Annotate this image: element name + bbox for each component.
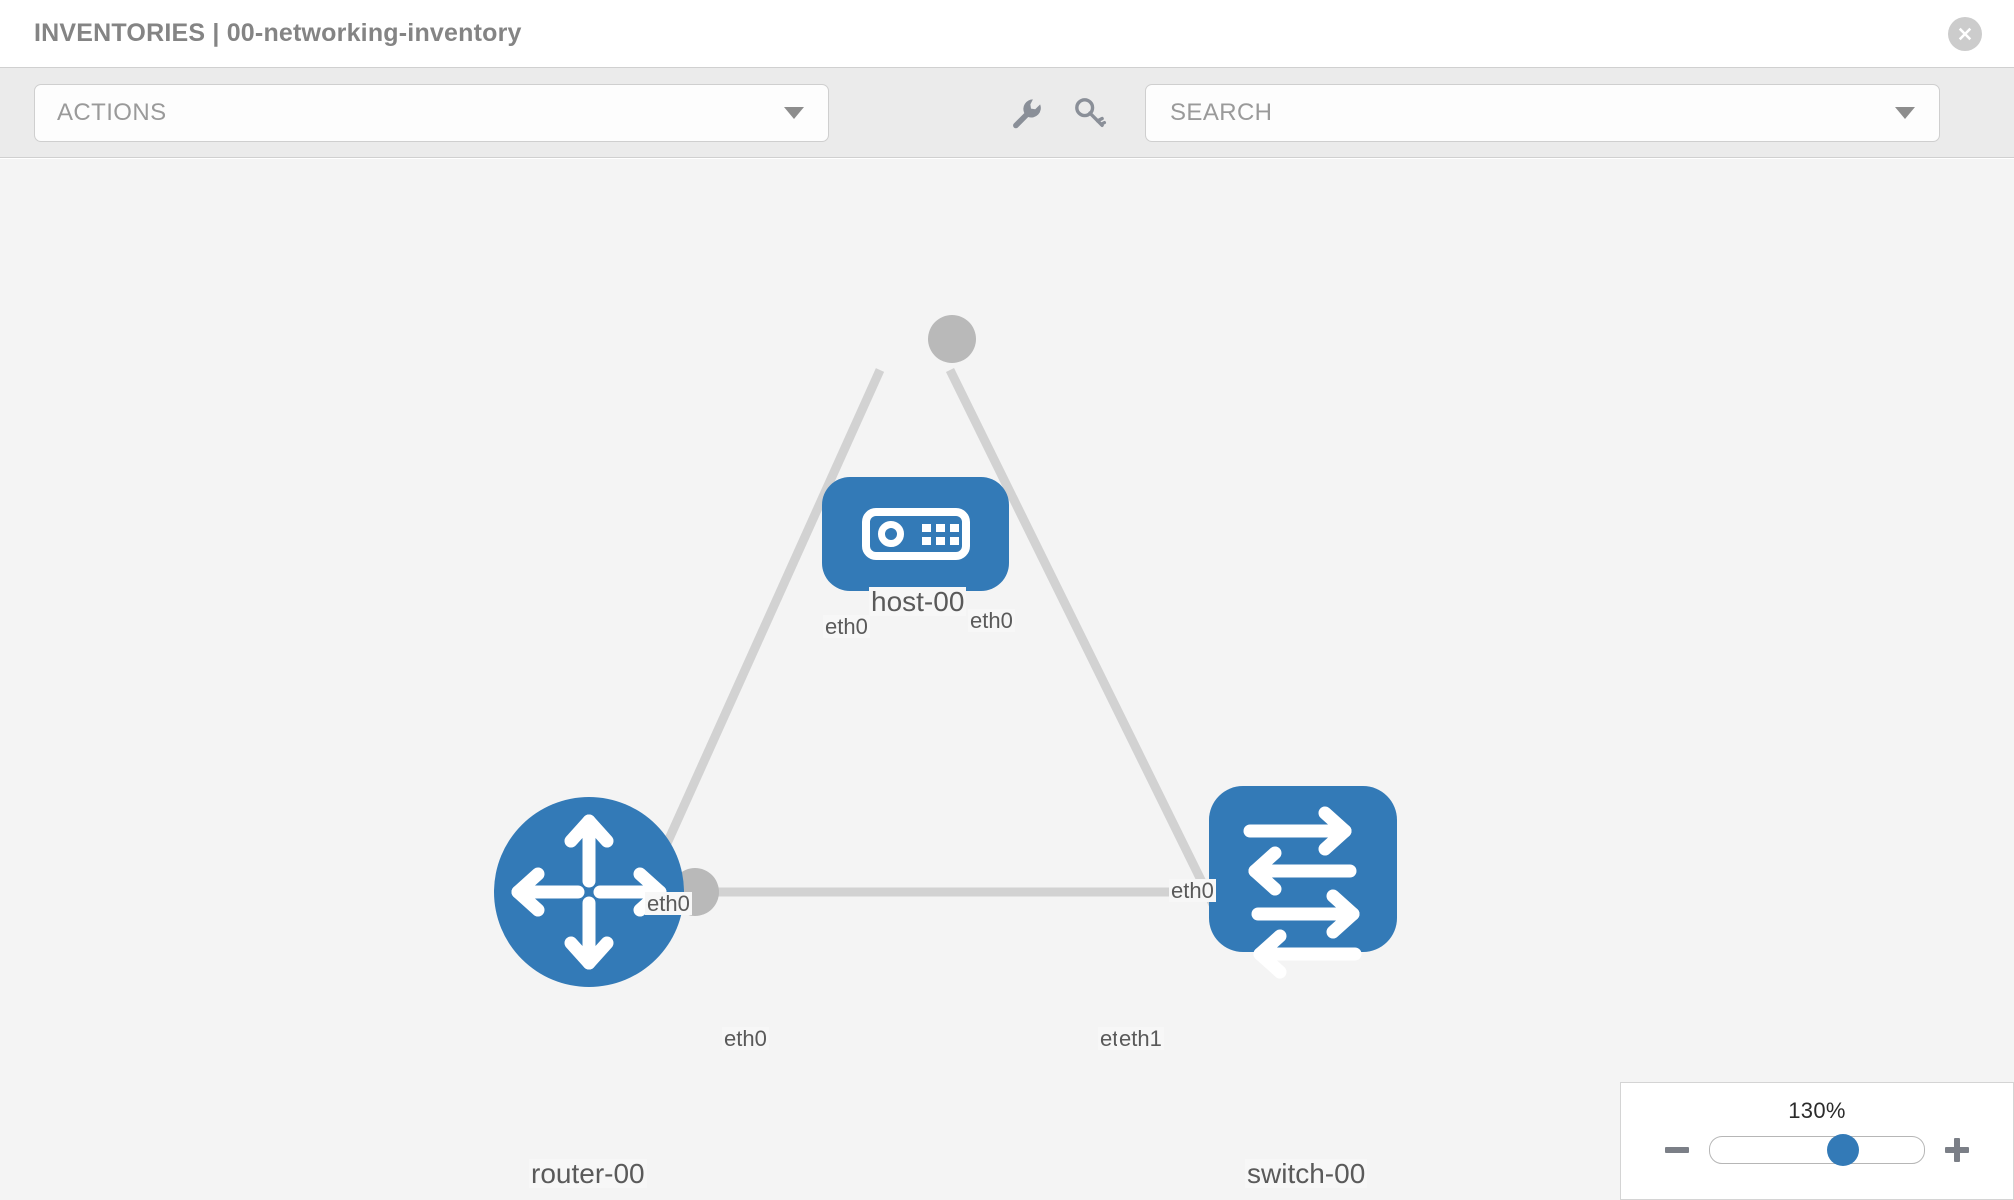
zoom-slider-handle[interactable] [1826,1134,1859,1166]
minus-icon [1665,1147,1689,1153]
actions-dropdown-label: ACTIONS [57,98,167,126]
edge-label-router-up-eth0: eth0 [645,891,692,916]
toolbar-icon-group [1009,96,1107,130]
page-header: INVENTORIES | 00-networking-inventory [0,0,2014,67]
edge-label-host-right-eth0: eth0 [968,608,1015,633]
edge-label-switch-left-eth1: eth1 [1117,1026,1164,1051]
actions-dropdown[interactable]: ACTIONS [34,83,829,142]
switch-icon [1243,806,1362,979]
page-title: INVENTORIES | 00-networking-inventory [34,19,522,47]
search-box[interactable] [1145,83,1940,142]
zoom-level-label: 130% [1788,1098,1846,1123]
node-label-host-00: host-00 [869,586,967,617]
connector-host-right[interactable] [928,315,976,363]
node-switch-00[interactable] [1209,786,1397,979]
search-input[interactable] [1168,97,1852,128]
server-icon [862,508,970,560]
zoom-in-button[interactable] [1943,1136,1971,1164]
link-host-switch[interactable] [945,368,1235,941]
chevron-down-icon[interactable] [1895,106,1915,119]
plus-icon-vertical [1954,1138,1960,1162]
chevron-down-icon [784,106,804,119]
topology-graph [494,315,1397,987]
toolbar: ACTIONS [0,67,2014,158]
edge-label-router-right-eth0: eth0 [722,1026,769,1051]
key-icon[interactable] [1073,96,1107,130]
zoom-slider-row [1621,1134,2013,1166]
node-label-router-00: router-00 [529,1158,647,1189]
node-label-switch-00: switch-00 [1245,1158,1368,1189]
edge-label-switch-up-eth0: eth0 [1169,878,1216,903]
zoom-out-button[interactable] [1663,1136,1691,1164]
edge-label-host-left-eth0: eth0 [823,614,870,639]
close-icon [1958,27,1972,40]
wrench-icon[interactable] [1009,96,1043,130]
close-button[interactable] [1948,16,1982,51]
node-host-00[interactable] [822,477,1009,591]
topology-canvas[interactable]: host-00 router-00 switch-00 eth0 eth0 et… [0,159,2014,1200]
zoom-control-panel: 130% [1620,1082,2014,1200]
zoom-slider-track[interactable] [1709,1134,1925,1166]
